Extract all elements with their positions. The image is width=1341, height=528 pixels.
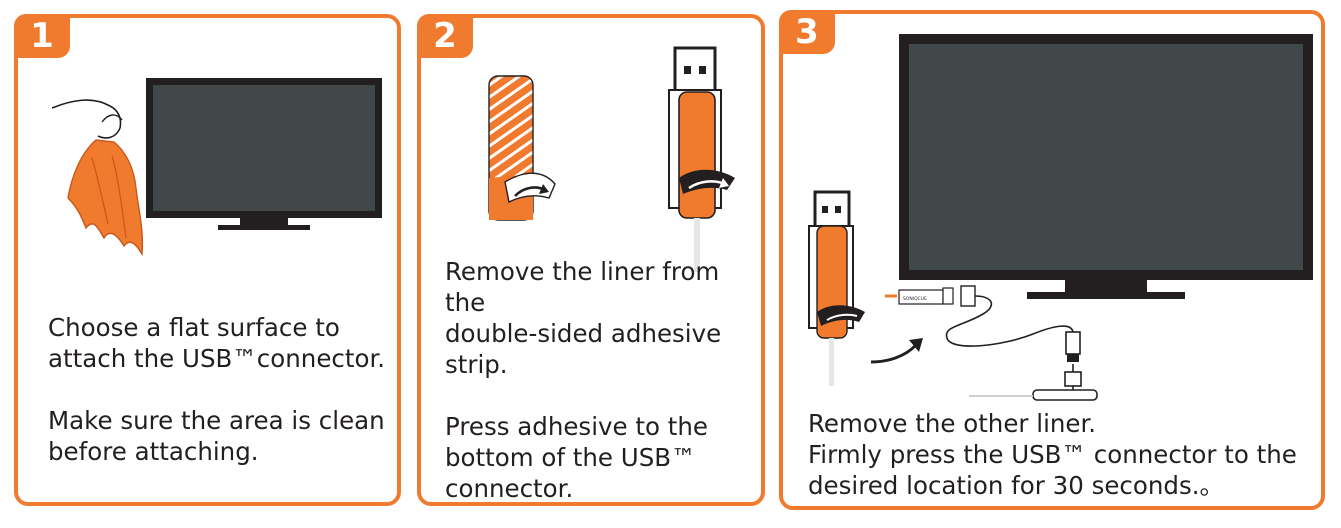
step-2-line: Remove the liner from the xyxy=(445,257,720,317)
step-3-line: Remove the other liner. xyxy=(808,409,1097,438)
step-2-panel: 2 Remove the liner from the double-sided… xyxy=(417,14,765,506)
cloth-icon xyxy=(52,99,144,257)
step-3-text: Remove the other liner. Firmly press the… xyxy=(808,408,1297,501)
step-3-badge: 3 xyxy=(779,10,835,54)
step-3-line: Firmly press the USB™ connector to the xyxy=(808,440,1297,469)
usb-connector-icon xyxy=(808,190,865,386)
step-3-panel: 3 SONIQCUE Remove the other li xyxy=(779,10,1325,510)
step-2-badge: 2 xyxy=(417,14,473,58)
tv-icon xyxy=(146,78,382,230)
step-1-badge: 1 xyxy=(14,14,70,58)
step-3-line: desired location for 30 seconds.。 xyxy=(808,471,1225,500)
step-1-panel: 1 Choose a flat surface to attach the US… xyxy=(14,14,401,506)
step-1-line: before attaching. xyxy=(48,437,259,466)
step-1-text: Choose a flat surface to attach the USB™… xyxy=(48,312,385,467)
step-1-line: attach the USB™connector. xyxy=(48,344,386,373)
connected-cable-icon: SONIQCUE xyxy=(885,285,1098,401)
arrow-icon xyxy=(870,338,923,364)
adhesive-strip-icon xyxy=(488,75,556,221)
usb-connector-icon xyxy=(668,46,735,272)
step-2-line: Press adhesive to the xyxy=(445,412,708,441)
step-2-text: Remove the liner from the double-sided a… xyxy=(445,256,761,504)
step-2-line: connector. xyxy=(445,474,574,503)
step-1-line: Make sure the area is clean xyxy=(48,406,385,435)
step-1-line: Choose a flat surface to xyxy=(48,313,340,342)
tv-icon xyxy=(899,34,1313,299)
brand-label: SONIQCUE xyxy=(903,296,927,302)
step-2-line: strip. xyxy=(445,350,508,379)
step-2-line: bottom of the USB™ xyxy=(445,443,696,472)
step-2-line: double-sided adhesive xyxy=(445,319,722,348)
